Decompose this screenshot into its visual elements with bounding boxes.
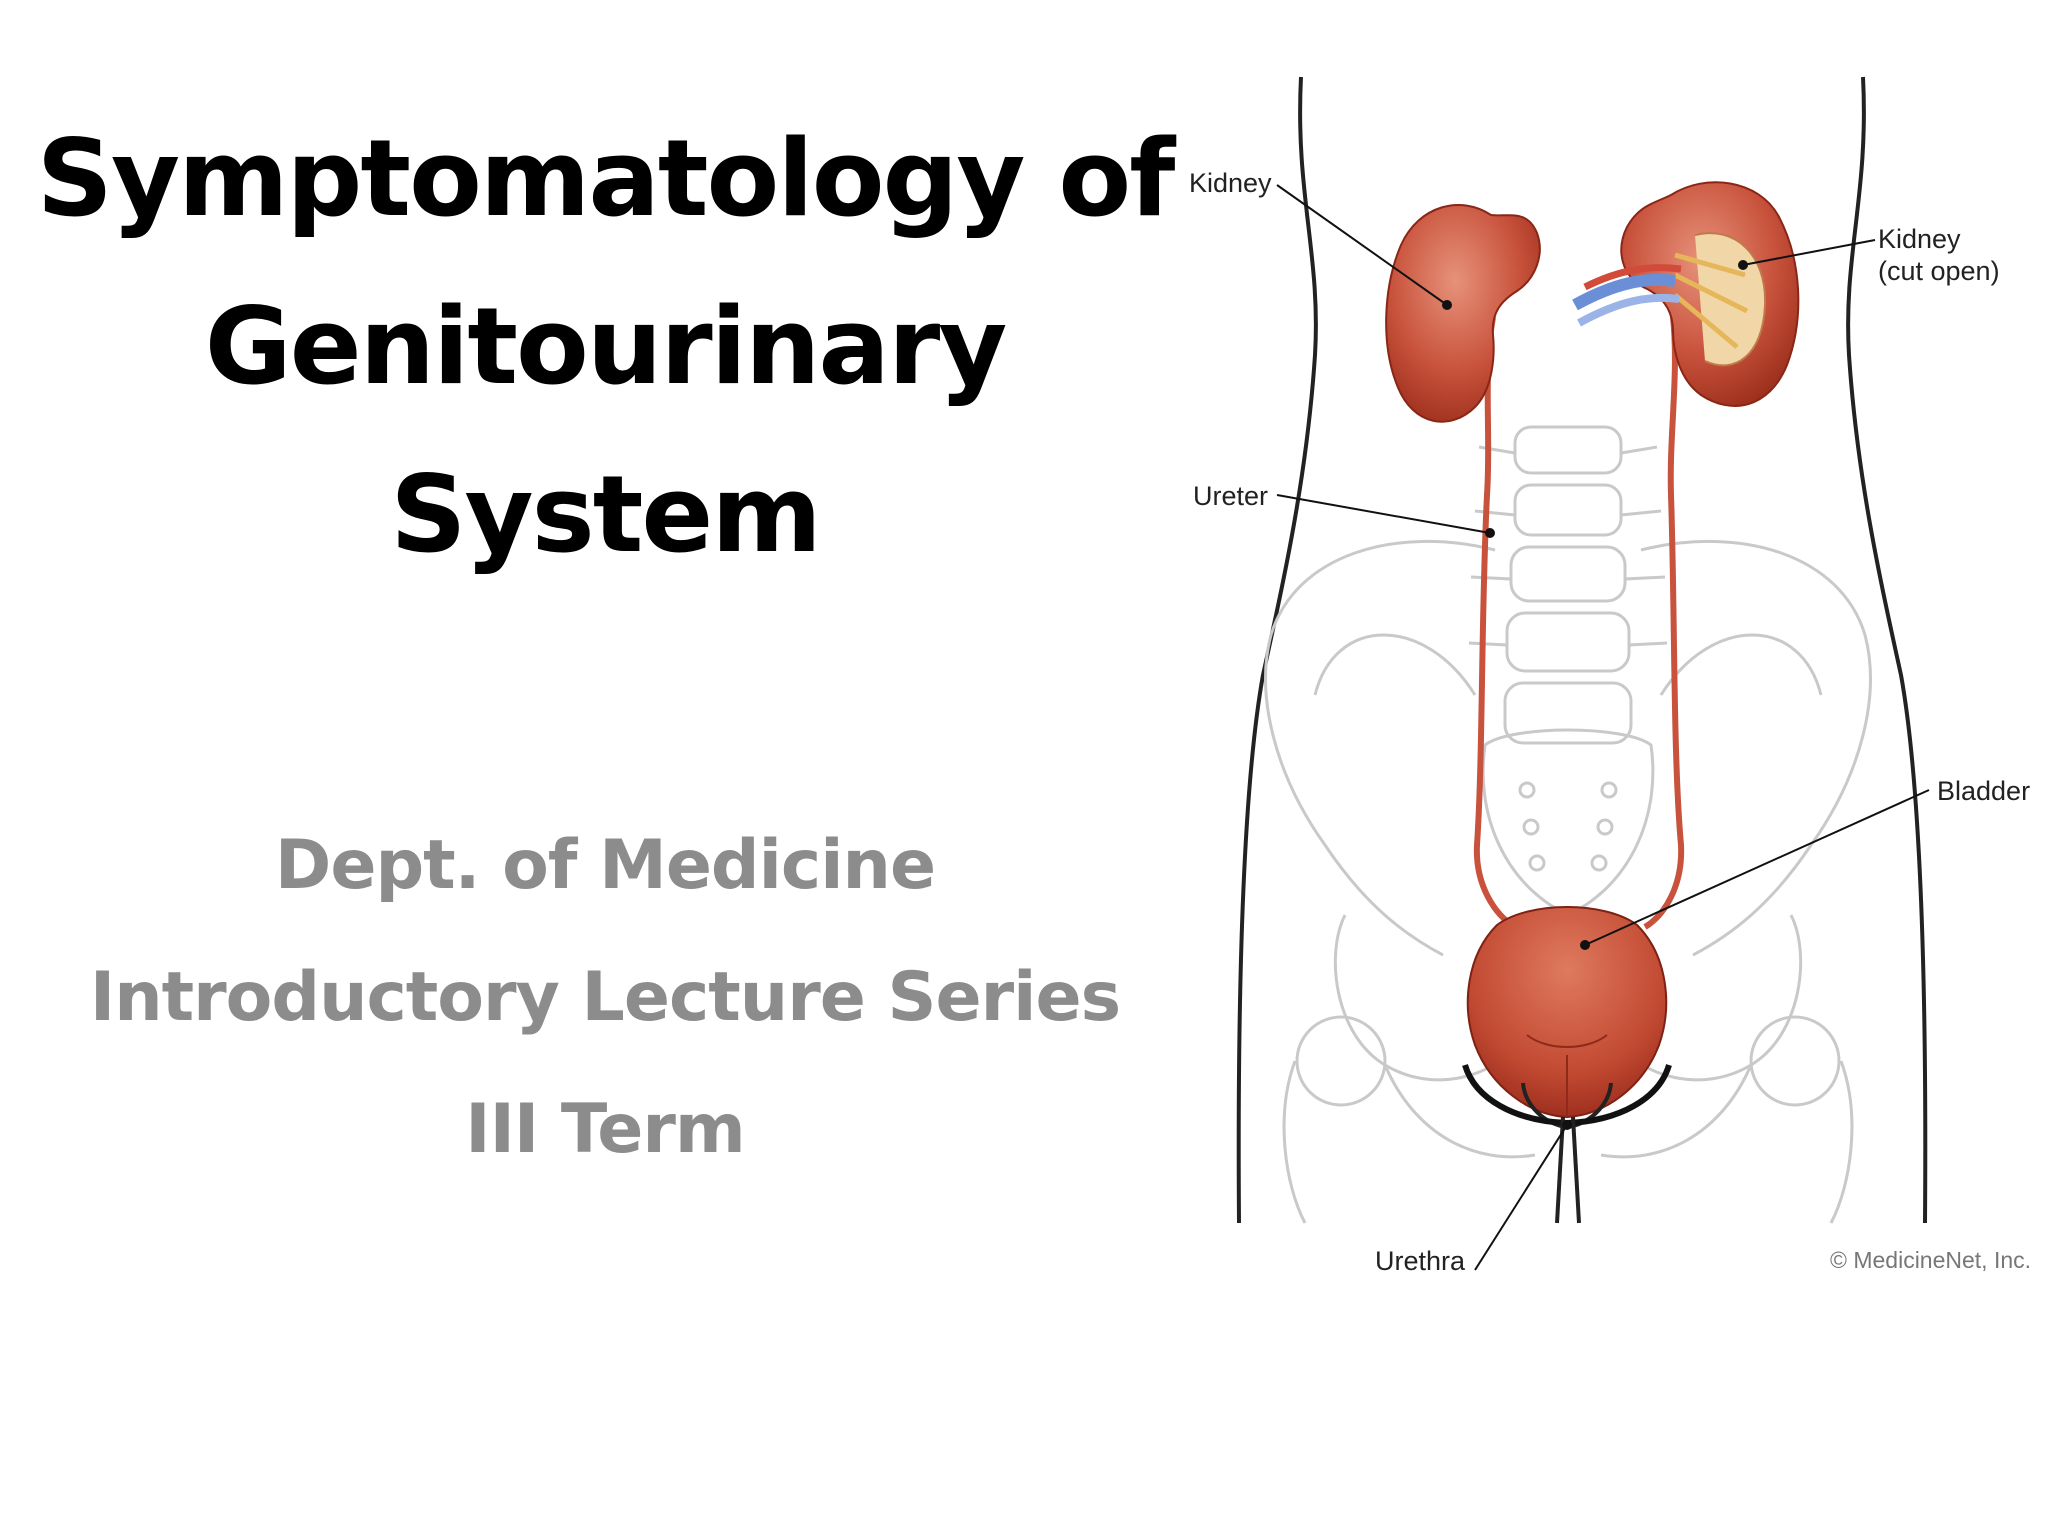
body-outline-left: [1236, 76, 1318, 1224]
label-kidney: Kidney: [1189, 168, 1272, 198]
title-line-2: Genitourinary: [204, 285, 1008, 408]
subtitle-term: III Term: [465, 1090, 745, 1169]
pelvis: [1264, 539, 1872, 1224]
label-ureter: Ureter: [1193, 481, 1268, 511]
right-ureter: [1643, 316, 1685, 930]
slide-title: Symptomatology of Genitourinary System: [30, 95, 1180, 599]
label-kidney-cut-open-1: Kidney: [1878, 224, 1961, 254]
bladder: [1466, 906, 1668, 1119]
title-line-3: System: [390, 453, 822, 576]
urethra: [1555, 1116, 1581, 1224]
left-kidney: [1385, 204, 1541, 423]
label-urethra: Urethra: [1375, 1246, 1466, 1276]
subtitle-series: Introductory Lecture Series: [89, 958, 1121, 1037]
left-ureter: [1473, 316, 1517, 930]
right-kidney-cut-open: [1572, 181, 1800, 407]
leader-lines: [1276, 184, 1930, 1271]
spine: [1468, 425, 1668, 745]
copyright-notice: © MedicineNet, Inc.: [1830, 1247, 2031, 1273]
label-bladder: Bladder: [1937, 776, 2030, 806]
urinary-system-diagram: Kidney Kidney (cut open) Ureter Bladder …: [1175, 55, 2048, 1305]
title-line-1: Symptomatology of: [36, 117, 1176, 240]
slide-subtitle: Dept. of Medicine Introductory Lecture S…: [40, 800, 1170, 1196]
leader-dots: [1442, 260, 1748, 1130]
subtitle-department: Dept. of Medicine: [274, 826, 936, 905]
label-kidney-cut-open-2: (cut open): [1878, 256, 2000, 286]
